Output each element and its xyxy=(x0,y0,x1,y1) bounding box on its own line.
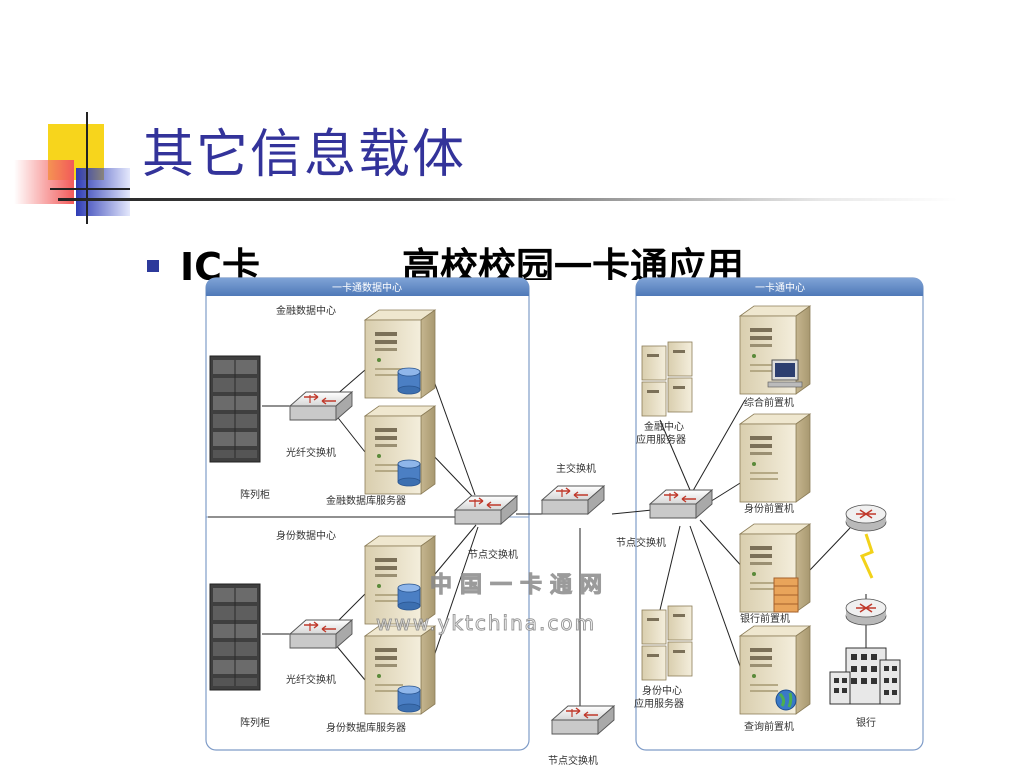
label-finance-app-server: 应用服务器 xyxy=(636,433,686,446)
bullet-subtitle: 高校校园一卡通应用 xyxy=(402,245,745,280)
label-main-switch: 主交换机 xyxy=(556,462,596,475)
router-icon xyxy=(845,504,887,532)
label-rack: 阵列柜 xyxy=(240,716,270,729)
label-finance-data-center: 金融数据中心 xyxy=(276,304,336,317)
watermark-cn: 中国一卡通网 xyxy=(430,573,610,598)
label-rack: 阵列柜 xyxy=(240,488,270,501)
label-identity-frontend: 身份前置机 xyxy=(744,502,794,515)
label-bank: 银行 xyxy=(856,716,876,729)
decor-vertical-line xyxy=(86,112,88,224)
server-icon xyxy=(739,413,811,503)
building-icon xyxy=(829,647,901,705)
title-divider xyxy=(58,198,958,201)
slide-title: 其它信息载体 xyxy=(142,125,467,185)
database-icon xyxy=(397,685,421,713)
label-finance-app-server: 金融中心 xyxy=(644,420,684,433)
rack-icon xyxy=(209,355,261,463)
label-identity-app-server: 身份中心 xyxy=(642,684,682,697)
label-node-switch: 节点交换机 xyxy=(616,536,666,549)
decor-horizontal-line xyxy=(50,188,130,190)
switch-icon xyxy=(541,485,605,515)
lightning-icon xyxy=(859,533,874,579)
label-bank-frontend: 银行前置机 xyxy=(740,612,790,625)
decor-red-square xyxy=(14,160,74,204)
switch-icon xyxy=(551,705,615,735)
right-panel-header: 一卡通中心 xyxy=(755,281,805,294)
label-identity-app-server: 应用服务器 xyxy=(634,697,684,710)
globe-icon xyxy=(775,689,797,711)
server-icon xyxy=(739,625,811,715)
bullet-term: IC卡 xyxy=(180,245,261,280)
database-icon xyxy=(397,583,421,611)
router-icon xyxy=(845,598,887,626)
bullet-marker xyxy=(147,260,159,272)
label-query-frontend: 查询前置机 xyxy=(744,720,794,733)
right-panel: 一卡通中心 xyxy=(635,277,924,751)
pc-icon xyxy=(767,359,803,388)
decor-blue-square xyxy=(76,168,130,216)
label-general-frontend: 综合前置机 xyxy=(744,396,794,409)
database-icon xyxy=(397,367,421,395)
label-node-switch: 节点交换机 xyxy=(548,754,598,767)
rack-icon xyxy=(209,583,261,691)
left-panel-header: 一卡通数据中心 xyxy=(332,281,402,294)
watermark-url: www.yktchina.com xyxy=(376,611,596,635)
label-fiber-switch: 光纤交换机 xyxy=(286,673,336,686)
firewall-icon xyxy=(773,577,799,613)
label-finance-db-server: 金融数据库服务器 xyxy=(326,494,406,507)
label-identity-db-server: 身份数据库服务器 xyxy=(326,721,406,734)
database-icon xyxy=(397,459,421,487)
server-icon xyxy=(739,305,811,395)
label-identity-data-center: 身份数据中心 xyxy=(276,529,336,542)
label-node-switch: 节点交换机 xyxy=(468,548,518,561)
label-fiber-switch: 光纤交换机 xyxy=(286,446,336,459)
